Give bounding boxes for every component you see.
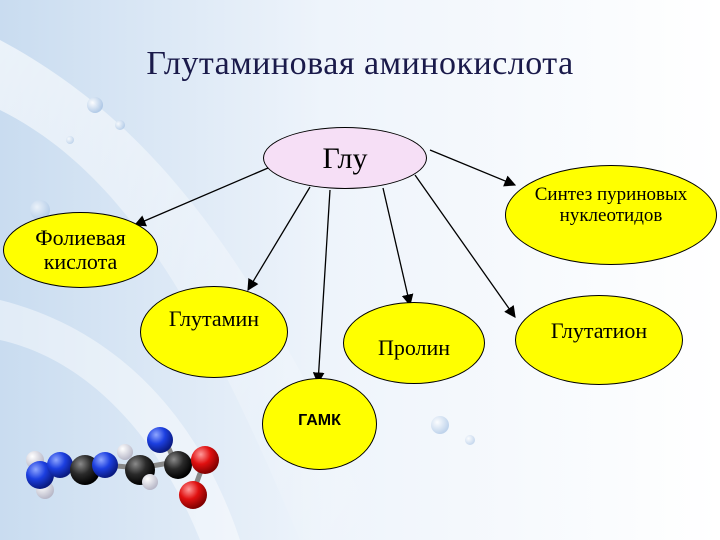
arrow-to-proline (382, 187, 414, 307)
arrow-to-purine (429, 149, 517, 187)
node-glutamine-label: Глутамин (168, 305, 260, 331)
arrow-to-glutathione (414, 174, 516, 318)
node-gaba-label: ГАМК (298, 412, 341, 430)
node-folic-acid: Фолиевая кислота (3, 212, 158, 288)
node-glu: Глу (263, 127, 427, 189)
arrows (133, 149, 517, 385)
arrow-to-gaba (312, 189, 331, 385)
arrow-to-folic (133, 164, 276, 227)
glutamate-molecule-model (26, 427, 219, 509)
node-proline-label: Пролин (377, 334, 451, 360)
node-glutathione-label: Глутатион (550, 317, 648, 343)
node-purine-synthesis: Синтез пуриновых нуклеотидов (505, 165, 717, 265)
node-folic-acid-label: Фолиевая кислота (35, 224, 126, 274)
node-glutathione: Глутатион (515, 295, 683, 385)
node-gaba: ГАМК (262, 378, 377, 470)
node-glutamine: Глутамин (140, 286, 288, 378)
node-purine-synthesis-label: Синтез пуриновых нуклеотидов (534, 184, 688, 226)
slide-title: Глутаминовая аминокислота (146, 45, 574, 82)
node-proline: Пролин (343, 302, 485, 384)
node-glu-label: Глу (322, 141, 368, 175)
arrow-to-glutamine (247, 186, 311, 292)
